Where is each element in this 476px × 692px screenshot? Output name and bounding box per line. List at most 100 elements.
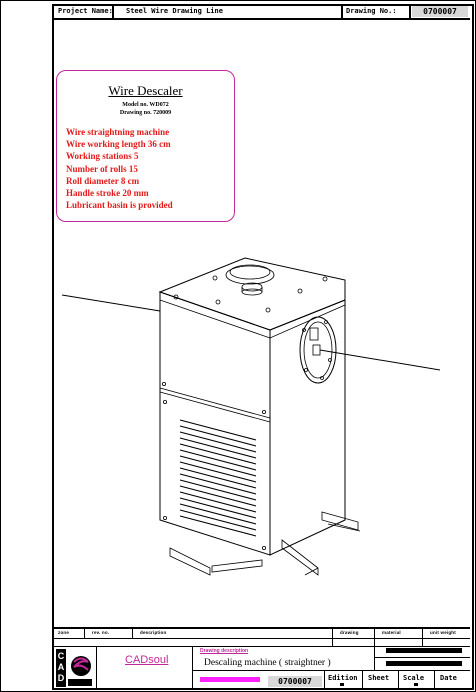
spec-line: Lubricant basin is provided <box>66 200 173 211</box>
bolt <box>215 299 221 305</box>
svg-text:A: A <box>58 662 65 672</box>
header-unit-weight: unit weight <box>430 630 456 635</box>
bolt <box>324 320 328 324</box>
wire-line-right <box>319 349 441 371</box>
row-sep <box>192 670 470 671</box>
col-sep <box>332 629 333 647</box>
title-bar: Project Name: Steel Wire Drawing Line Dr… <box>52 4 470 20</box>
svg-text:C: C <box>58 651 65 661</box>
base-foot <box>281 539 319 576</box>
spec-drawing-no: Drawing no. 720009 <box>119 110 172 116</box>
cad-logo-icon: C A D <box>56 649 92 687</box>
bottom-title-block: zone rev. no. description drawing materi… <box>52 627 470 688</box>
spec-list: Wire straightning machine Wire working l… <box>66 126 173 211</box>
side-plate-block <box>312 344 321 356</box>
base-foot <box>327 523 361 532</box>
svg-text:D: D <box>58 673 65 683</box>
top-flange-hub <box>241 288 263 296</box>
drawing-no-label: Drawing No.: <box>346 7 397 15</box>
col-sep <box>374 629 375 647</box>
cabinet-side <box>269 299 346 556</box>
header-zone: zone <box>58 630 70 635</box>
spec-line: Working stations 5 <box>66 151 139 162</box>
bolt <box>162 399 167 404</box>
bolt <box>161 381 166 386</box>
base-foot <box>321 511 359 531</box>
col-sep <box>422 629 423 647</box>
bolt <box>302 328 306 332</box>
bolt <box>304 368 308 372</box>
company-sep <box>192 646 193 688</box>
header-row: zone rev. no. description drawing materi… <box>52 629 470 639</box>
spec-model: Model no. WD072 <box>122 102 169 108</box>
row-sep <box>52 646 470 647</box>
header-drawing: drawing <box>340 630 359 635</box>
col-sep <box>324 670 325 688</box>
base-foot <box>211 559 263 573</box>
bolt <box>328 358 332 362</box>
bolt <box>162 516 167 521</box>
wire-line-left <box>61 294 161 312</box>
bolt <box>265 307 271 313</box>
row-sep <box>374 657 470 658</box>
base-foot <box>169 547 211 576</box>
spec-line: Number of rolls 15 <box>66 163 138 174</box>
spec-card: Wire Descaler Model no. WD072 Drawing no… <box>56 70 235 222</box>
edition-mark <box>340 683 344 686</box>
col-sep <box>362 670 363 688</box>
col-sep <box>132 629 133 638</box>
bolt <box>261 546 266 551</box>
header-description: description <box>140 630 167 635</box>
spec-line: Roll diameter 8 cm <box>66 175 140 186</box>
info-bar <box>386 648 462 653</box>
col-sep <box>398 670 399 688</box>
top-flange <box>225 265 275 285</box>
edition-label: Edition <box>328 674 358 682</box>
sheet-inner-frame <box>52 4 474 690</box>
header-rev: rev. no. <box>92 630 110 635</box>
side-plate-inner <box>303 321 333 379</box>
vent-grille <box>179 419 257 537</box>
title-bar-divider <box>112 4 114 18</box>
col-sep <box>84 629 85 638</box>
col-sep <box>434 670 435 688</box>
spec-title: Wire Descaler <box>108 83 183 98</box>
bolt <box>261 409 266 414</box>
bolt <box>212 275 218 281</box>
header-material: material <box>382 630 401 635</box>
cabinet-top <box>158 257 346 331</box>
base-foot <box>304 567 319 576</box>
bolt <box>297 288 303 294</box>
bolt <box>322 276 328 282</box>
bolt <box>173 294 179 300</box>
logo-sep <box>96 646 97 688</box>
project-name-label: Project Name: <box>58 7 113 15</box>
drawing-number-box: 0700007 <box>412 6 468 17</box>
col-sep <box>374 646 375 670</box>
title-bar-divider <box>341 4 343 18</box>
top-flange-inner <box>229 264 271 280</box>
scale-label: Scale <box>403 674 425 682</box>
sheet-label: Sheet <box>368 674 390 682</box>
date-label: Date <box>440 674 457 682</box>
side-plate-block <box>309 327 319 341</box>
scale-mark <box>414 683 418 686</box>
cabinet-front <box>159 291 271 556</box>
front-divider <box>159 387 271 419</box>
footer-drawing-number: 0700007 <box>268 676 322 687</box>
drawing-description-heading: Drawing description <box>200 648 249 654</box>
project-name-value: Steel Wire Drawing Line <box>126 7 223 15</box>
bolt <box>320 376 324 380</box>
side-plate <box>299 316 337 384</box>
spec-line: Wire straightning machine <box>66 127 170 137</box>
title-bar-divider <box>409 4 411 18</box>
spec-line: Wire working length 36 cm <box>66 139 171 150</box>
company-name: CADsoul <box>125 654 169 666</box>
highlight-bar <box>200 677 260 682</box>
front-divider <box>159 391 271 423</box>
drawing-title: Descaling machine ( straightner ) <box>204 658 331 668</box>
cabinet-top-rim <box>159 292 346 339</box>
info-bar <box>386 661 462 666</box>
spec-line: Handle stroke 20 mm <box>66 188 149 199</box>
